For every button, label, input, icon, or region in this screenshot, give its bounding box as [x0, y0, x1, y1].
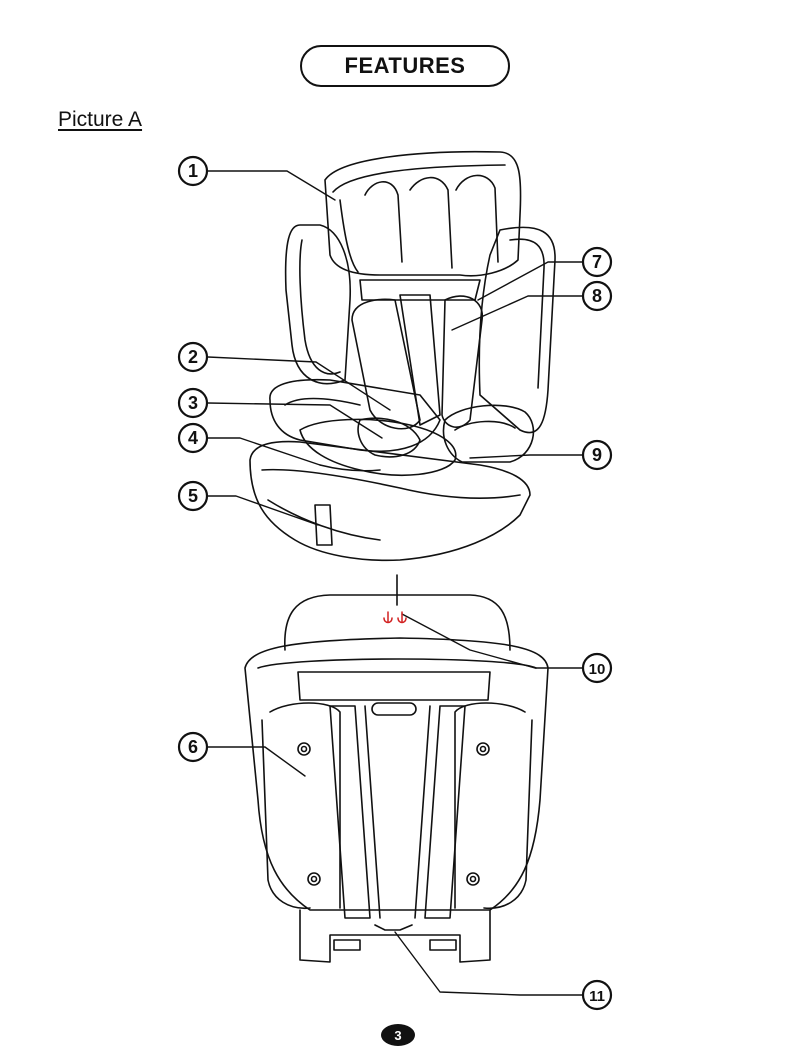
callout-2-label: 2	[188, 347, 198, 367]
callout-1-label: 1	[188, 161, 198, 181]
callout-11-label: 11	[589, 988, 605, 1005]
callout-9: 9	[583, 441, 611, 469]
callout-11: 11	[583, 981, 611, 1009]
callout-10-label: 10	[589, 661, 606, 678]
callout-10: 10	[583, 654, 611, 682]
callout-7: 7	[583, 248, 611, 276]
callout-5: 5	[179, 482, 207, 510]
page-number-badge: 3	[381, 1024, 415, 1046]
callout-4-label: 4	[188, 428, 198, 448]
callout-8: 8	[583, 282, 611, 310]
callout-2: 2	[179, 343, 207, 371]
callout-8-label: 8	[592, 286, 602, 306]
top-anchor-marks-icon	[384, 612, 406, 623]
callout-5-label: 5	[188, 486, 198, 506]
callout-3-label: 3	[188, 393, 198, 413]
callout-6: 6	[179, 733, 207, 761]
callout-7-label: 7	[592, 252, 602, 272]
callout-3: 3	[179, 389, 207, 417]
page-number: 3	[394, 1028, 401, 1043]
callout-9-label: 9	[592, 445, 602, 465]
callout-6-label: 6	[188, 737, 198, 757]
car-seat-front-view	[250, 152, 555, 561]
callout-4: 4	[179, 424, 207, 452]
car-seat-back-view	[245, 575, 548, 962]
callout-1: 1	[179, 157, 207, 185]
